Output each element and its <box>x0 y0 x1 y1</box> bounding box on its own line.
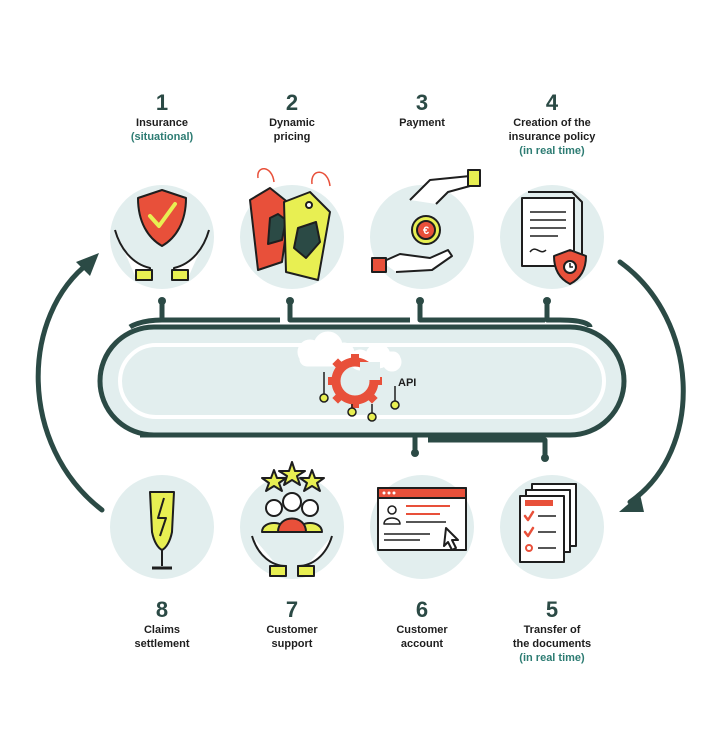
step-title: Insurance <box>136 117 188 129</box>
step-number: 6 <box>415 597 429 622</box>
step-2-label: 2 Dynamic pricing <box>217 90 367 144</box>
broken-glass-icon <box>149 491 175 570</box>
step-6-label: 6 Customer account <box>347 597 497 651</box>
hands-people-stars-icon <box>251 461 333 577</box>
svg-text:€: € <box>423 225 429 237</box>
connector-nodes <box>319 372 400 422</box>
step-number: 7 <box>285 597 299 622</box>
step-8-label: 8 Claims settlement <box>87 597 237 651</box>
step-title: Customer account <box>396 624 448 650</box>
browser-account-icon <box>377 487 467 551</box>
gear-icon <box>328 354 382 408</box>
price-tags-icon <box>249 168 331 281</box>
step-title: Creation of the insurance policy <box>508 117 596 143</box>
step-number: 3 <box>415 90 429 115</box>
left-arrow-head <box>76 253 99 276</box>
top-connectors <box>128 303 593 330</box>
step-title: Claims settlement <box>134 624 190 650</box>
hand-euro-coin-icon: € <box>371 169 481 273</box>
step-title: Customer support <box>266 624 318 650</box>
step-3-label: 3 Payment <box>347 90 497 130</box>
step-number: 5 <box>545 597 559 622</box>
hands-shield-check-icon <box>114 189 210 281</box>
step-note: (in real time) <box>519 145 585 157</box>
step-number: 8 <box>155 597 169 622</box>
policy-document-icon <box>521 191 587 285</box>
step-5-label: 5 Transfer of the documents (in real tim… <box>477 597 627 665</box>
step-number: 1 <box>155 90 169 115</box>
step-title: Dynamic pricing <box>269 117 315 143</box>
right-flow-arrow <box>617 259 686 505</box>
step-7-label: 7 Customer support <box>217 597 367 651</box>
step-note: (in real time) <box>519 652 585 664</box>
step-number: 4 <box>545 90 559 115</box>
left-flow-arrow <box>35 259 105 513</box>
step-1-label: 1 Insurance (situational) <box>87 90 237 144</box>
step-title: Transfer of the documents <box>512 624 592 650</box>
step-title: Payment <box>399 117 445 129</box>
flow-arrows <box>35 259 686 513</box>
arrow-heads <box>76 253 644 512</box>
step-number: 2 <box>285 90 299 115</box>
api-label: API <box>398 377 417 389</box>
step-4-label: 4 Creation of the insurance policy (in r… <box>477 90 627 158</box>
api-hub <box>97 324 627 438</box>
document-checklist-icon <box>519 483 577 563</box>
bottom-connectors <box>140 432 548 455</box>
step-note: (situational) <box>130 131 194 143</box>
right-arrow-head <box>619 494 644 512</box>
